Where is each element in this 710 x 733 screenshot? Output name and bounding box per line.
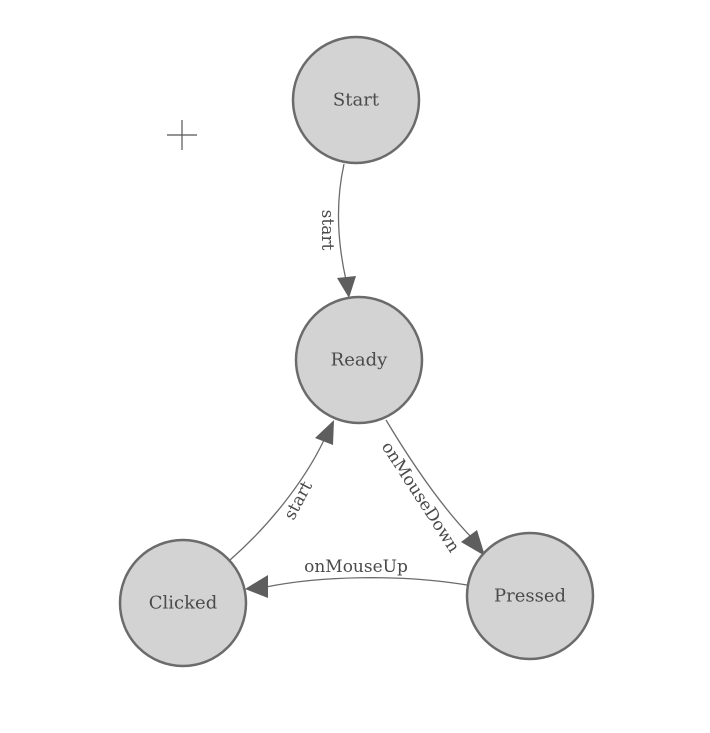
crosshair-icon	[167, 120, 197, 150]
state-node-start-circle	[291, 35, 421, 165]
state-node-ready-circle	[294, 295, 424, 425]
edge-start-to-ready-label: start	[317, 210, 337, 251]
edge-pressed-to-clicked-line	[265, 577, 468, 588]
edge-start-to-ready-arrowhead	[337, 276, 356, 298]
edge-ready-to-pressed-line	[385, 419, 473, 539]
edge-ready-to-pressed[interactable]: onMouseDown	[377, 419, 485, 556]
state-node-pressed[interactable]: Pressed	[465, 531, 595, 661]
edge-clicked-to-ready-arrowhead	[315, 420, 334, 445]
state-node-clicked[interactable]: Clicked	[118, 538, 248, 668]
edge-pressed-to-clicked[interactable]: onMouseUp	[245, 557, 468, 598]
state-node-start-label: Start	[333, 90, 380, 111]
state-node-pressed-label: Pressed	[494, 586, 566, 607]
edge-ready-to-pressed-label: onMouseDown	[377, 438, 463, 556]
edge-ready-to-pressed-arrowhead	[461, 530, 485, 556]
state-node-pressed-circle	[465, 531, 595, 661]
state-node-clicked-label: Clicked	[149, 593, 217, 614]
state-node-ready[interactable]: Ready	[294, 295, 424, 425]
edge-clicked-to-ready-line	[229, 439, 325, 561]
state-node-clicked-circle	[118, 538, 248, 668]
edge-start-to-ready[interactable]: start	[317, 163, 356, 298]
edge-clicked-to-ready[interactable]: start	[229, 420, 334, 561]
edge-start-to-ready-line	[337, 163, 347, 281]
state-node-ready-label: Ready	[331, 350, 388, 371]
edge-pressed-to-clicked-label: onMouseUp	[304, 557, 408, 577]
edge-pressed-to-clicked-arrowhead	[245, 575, 268, 598]
state-node-start[interactable]: Start	[291, 35, 421, 165]
